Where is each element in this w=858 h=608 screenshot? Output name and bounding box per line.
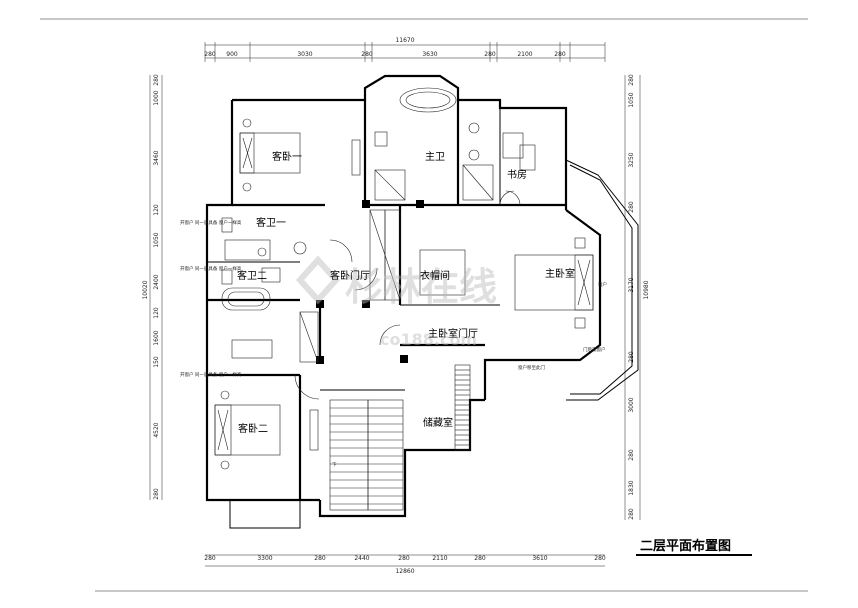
dim-left-seg-2: 1000 <box>153 90 160 105</box>
drawing-title: 二层平面布置图 <box>640 538 731 554</box>
watermark-subtext: co188.com <box>380 330 477 349</box>
dim-left-seg-8: 1600 <box>153 330 160 345</box>
room-labels: 客卧一 客卫一 客卫二 客卧门厅 客卧二 主卫 书房 衣帽间 主卧室 主卧室门厅… <box>237 150 575 435</box>
dim-bottom-seg-2: 3300 <box>257 555 272 562</box>
dim-top-seg-2: 900 <box>226 51 238 58</box>
watermark-text: 杉林在线 <box>345 265 497 309</box>
dim-bottom-seg-3: 280 <box>314 555 326 562</box>
dim-right-seg-9: 1830 <box>628 480 635 495</box>
note-4: 窗户 <box>598 281 607 288</box>
dim-right-seg-7: 3000 <box>628 397 635 412</box>
dim-bottom-total: 12860 <box>395 568 414 575</box>
dim-bottom-seg-6: 2110 <box>432 555 447 562</box>
dim-top-seg-7: 2100 <box>517 51 532 58</box>
room-label-study: 书房 <box>507 168 527 181</box>
guest-bed-1-bed <box>239 118 361 192</box>
note-6: 窗户移至此门 <box>518 364 545 371</box>
dim-right-total: 10980 <box>643 280 650 299</box>
dim-top-seg-4: 280 <box>361 51 373 58</box>
room-label-guest-hall: 客卧门厅 <box>330 269 370 282</box>
dim-left-seg-3: 3460 <box>153 150 160 165</box>
room-label-master-bed: 主卧室 <box>545 267 575 280</box>
dim-top-seg-8: 280 <box>554 51 566 58</box>
watermark: 杉林在线 co188.com <box>295 255 497 349</box>
dim-top-seg-3: 3030 <box>297 51 312 58</box>
dim-left-seg-6: 2400 <box>153 274 160 289</box>
room-label-guest-bed-1: 客卧一 <box>272 150 302 163</box>
dim-right-seg-2: 1050 <box>628 92 635 107</box>
dim-top-seg-1: 280 <box>204 51 216 58</box>
note-1: 开窗户 同一层具备 窗户一样高 <box>180 219 242 226</box>
dim-bottom-seg-9: 280 <box>594 555 606 562</box>
dim-top-seg-5: 3630 <box>422 51 437 58</box>
dimension-left: 10020 280 1000 3460 120 1050 2400 120 16… <box>142 74 163 500</box>
dim-bottom-seg-4: 2440 <box>354 555 369 562</box>
structural-columns <box>316 200 424 364</box>
closet-wardrobes <box>299 209 466 363</box>
dim-left-seg-7: 120 <box>153 307 160 319</box>
door-swings <box>294 190 521 400</box>
room-label-closet: 衣帽间 <box>420 269 450 282</box>
guest-bed-2-bed <box>214 339 319 470</box>
study-desk <box>502 132 536 171</box>
master-bed <box>514 237 594 329</box>
dim-right-seg-10: 280 <box>628 508 635 520</box>
dim-top-total: 11670 <box>395 37 414 44</box>
dim-left-total: 10020 <box>142 280 149 299</box>
dimension-top: 11670 280 900 3030 280 3630 280 2100 280 <box>204 37 606 62</box>
dim-left-seg-4: 120 <box>153 204 160 216</box>
dim-right-seg-4: 280 <box>628 201 635 213</box>
staircase <box>329 364 471 511</box>
dim-left-seg-1: 280 <box>153 74 160 86</box>
guest-bath-2-fixtures <box>221 267 281 311</box>
annotations: 开窗户 同一层具备 窗户一样高 开窗户 同一层具备 窗户一样高 开窗户 同一层具… <box>180 219 607 468</box>
room-label-guest-bath-2: 客卫二 <box>237 269 267 282</box>
dim-top-seg-6: 280 <box>484 51 496 58</box>
room-label-storage: 储藏室 <box>423 416 453 429</box>
master-bath-tub <box>374 87 494 201</box>
dimension-bottom: 280 3300 280 2440 280 2110 280 3610 280 … <box>204 554 606 575</box>
dim-left-seg-5: 1050 <box>153 232 160 247</box>
stair-direction-label: 下 <box>332 462 337 468</box>
dim-bottom-seg-7: 280 <box>474 555 486 562</box>
guest-bath-1-fixtures <box>221 217 307 261</box>
note-5: 门后或窗户 <box>583 346 606 353</box>
note-2: 开窗户 同一层具备 窗户一样高 <box>180 265 242 272</box>
drawing-title-block: 二层平面布置图 <box>636 538 752 556</box>
room-label-master-bath: 主卫 <box>425 151 445 163</box>
room-label-guest-bath-1: 客卫一 <box>256 216 286 229</box>
dim-bottom-seg-8: 3610 <box>532 555 547 562</box>
dim-right-seg-8: 280 <box>628 449 635 461</box>
note-3: 开窗户 同一层具备 窗户一样高 <box>180 371 242 378</box>
room-label-guest-bed-2: 客卧二 <box>238 422 268 435</box>
dim-right-seg-3: 3250 <box>628 152 635 167</box>
dim-right-seg-1: 280 <box>628 74 635 86</box>
dim-left-seg-10: 4520 <box>153 422 160 437</box>
dim-bottom-seg-5: 280 <box>398 555 410 562</box>
room-label-master-hall: 主卧室门厅 <box>428 327 478 340</box>
dim-left-seg-9: 150 <box>153 356 160 368</box>
dim-bottom-seg-1: 280 <box>204 555 216 562</box>
dim-left-seg-11: 280 <box>153 488 160 500</box>
